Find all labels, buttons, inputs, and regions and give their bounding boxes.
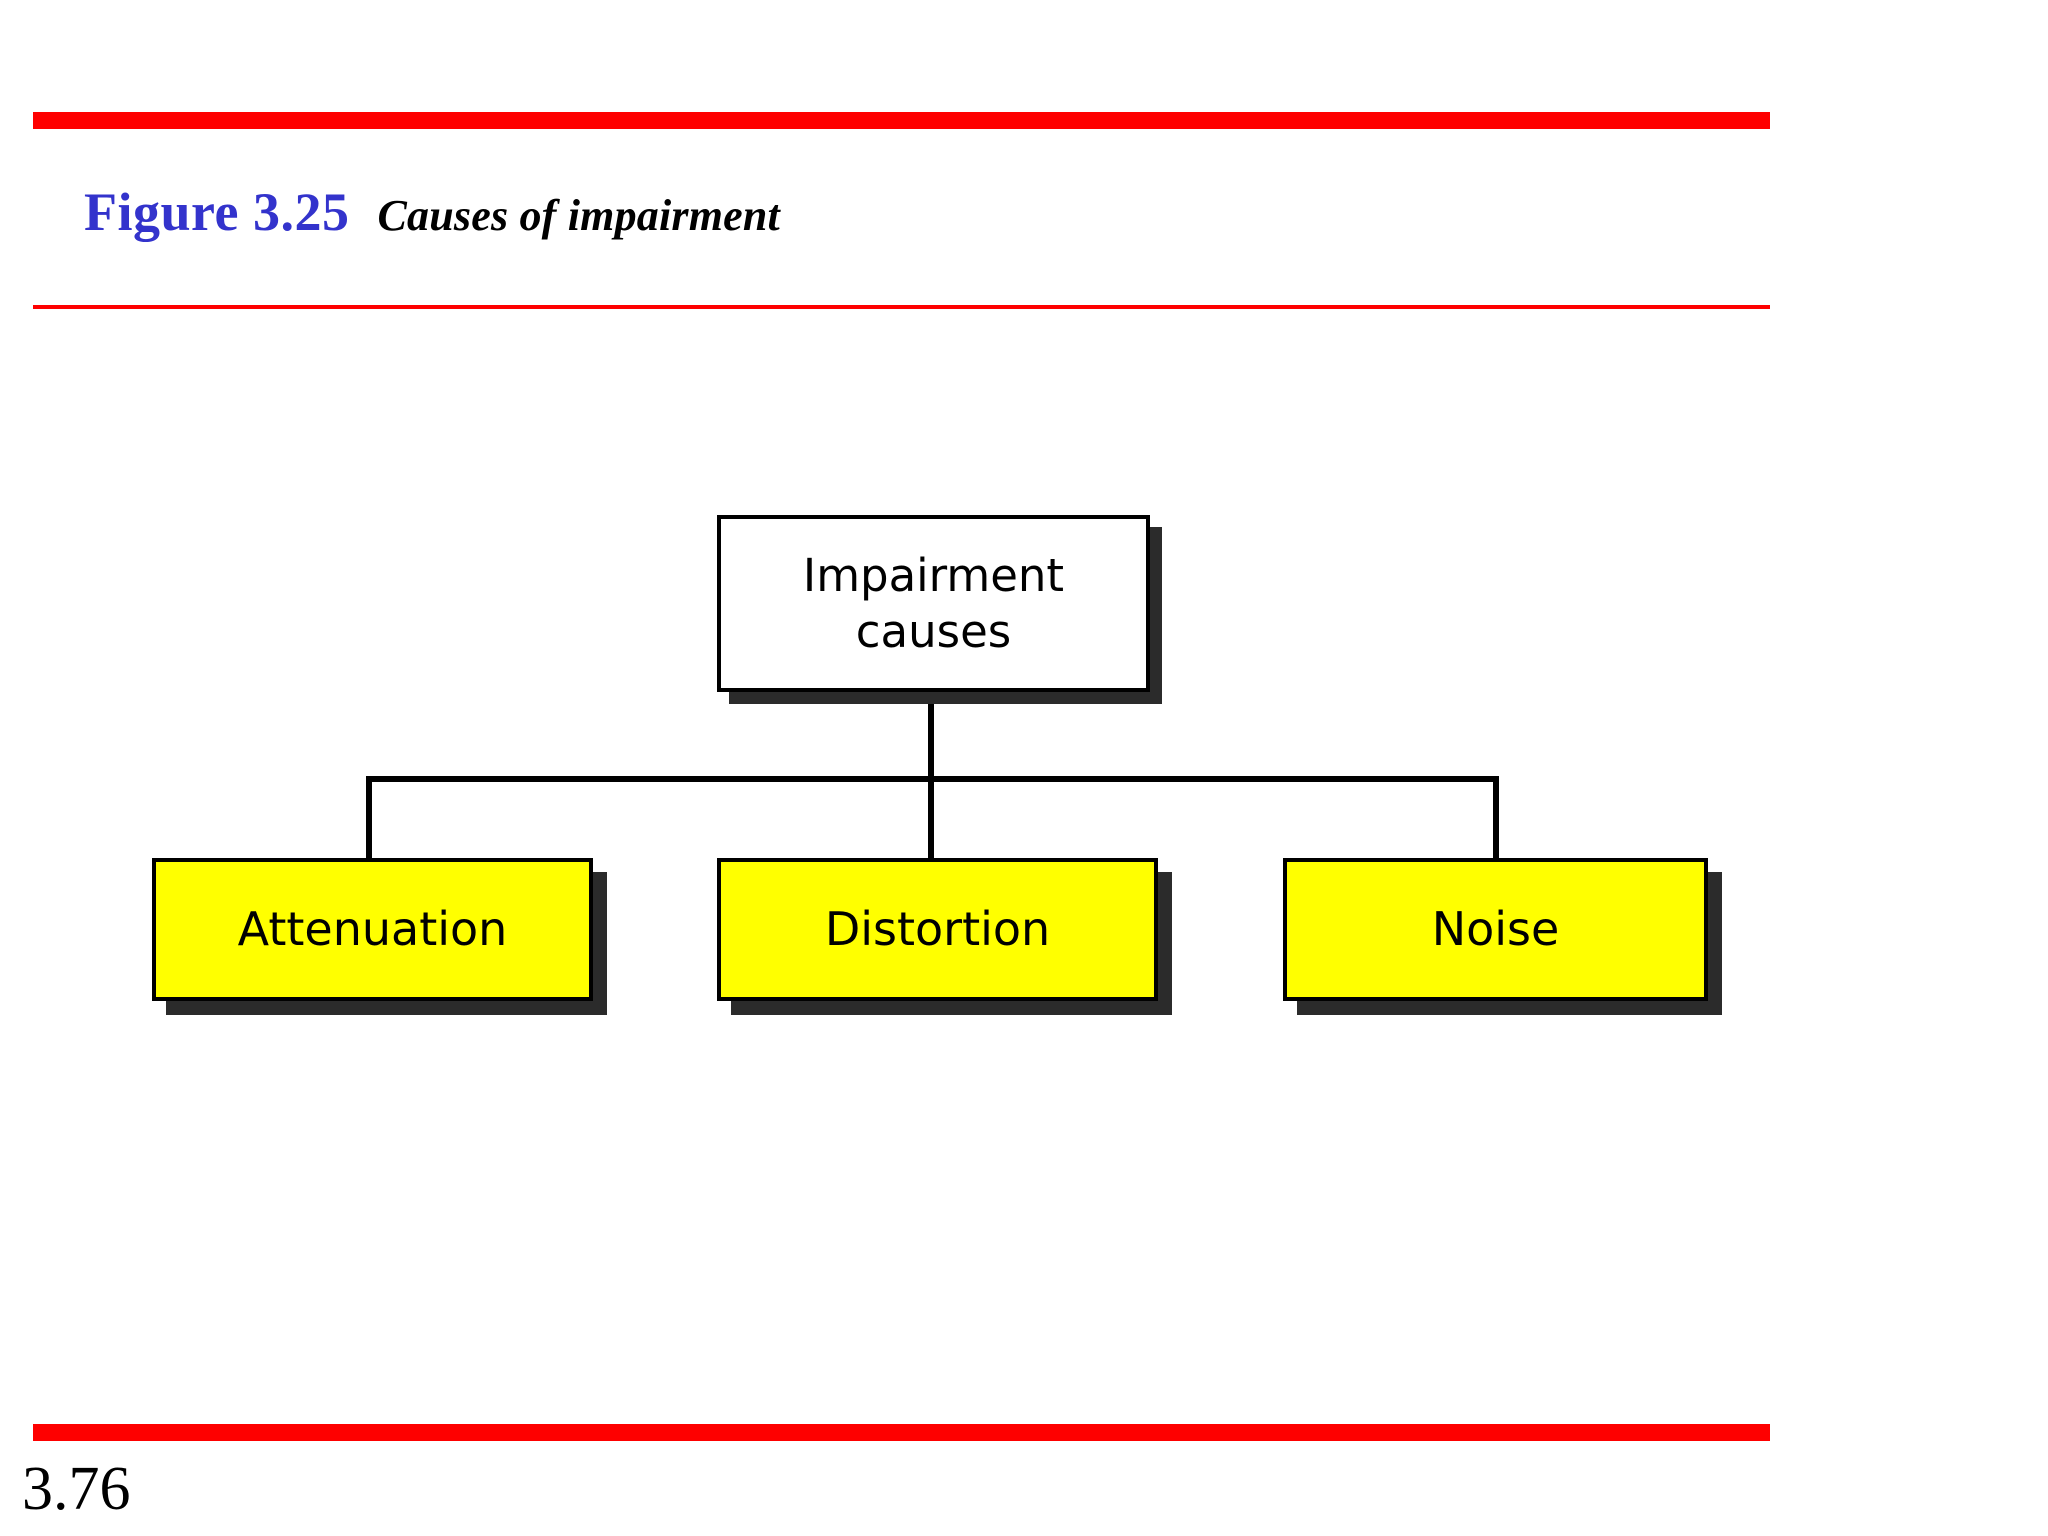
- figure-title: Figure 3.25 Causes of impairment: [84, 185, 780, 255]
- node-impairment-causes[interactable]: Impairment causes: [717, 515, 1150, 692]
- attenuation-label: Attenuation: [237, 902, 508, 957]
- node-distortion[interactable]: Distortion: [717, 858, 1158, 1001]
- connector-drop-distortion: [928, 776, 934, 862]
- top-red-rule: [33, 112, 1770, 129]
- connector-root-stem: [928, 690, 934, 782]
- distortion-label: Distortion: [824, 902, 1051, 957]
- bottom-red-rule: [33, 1424, 1770, 1441]
- node-attenuation[interactable]: Attenuation: [152, 858, 593, 1001]
- connector-drop-attenuation: [366, 776, 372, 862]
- root-label-line-2: causes: [855, 604, 1012, 658]
- thin-red-rule: [33, 305, 1770, 309]
- root-label-line-1: Impairment: [802, 548, 1065, 602]
- node-noise[interactable]: Noise: [1283, 858, 1708, 1001]
- figure-number-label: Figure 3.25: [84, 182, 350, 242]
- figure-caption-text: Causes of impairment: [377, 191, 780, 240]
- page-number: 3.76: [22, 1455, 131, 1523]
- noise-label: Noise: [1431, 902, 1560, 957]
- connector-drop-noise: [1493, 776, 1499, 862]
